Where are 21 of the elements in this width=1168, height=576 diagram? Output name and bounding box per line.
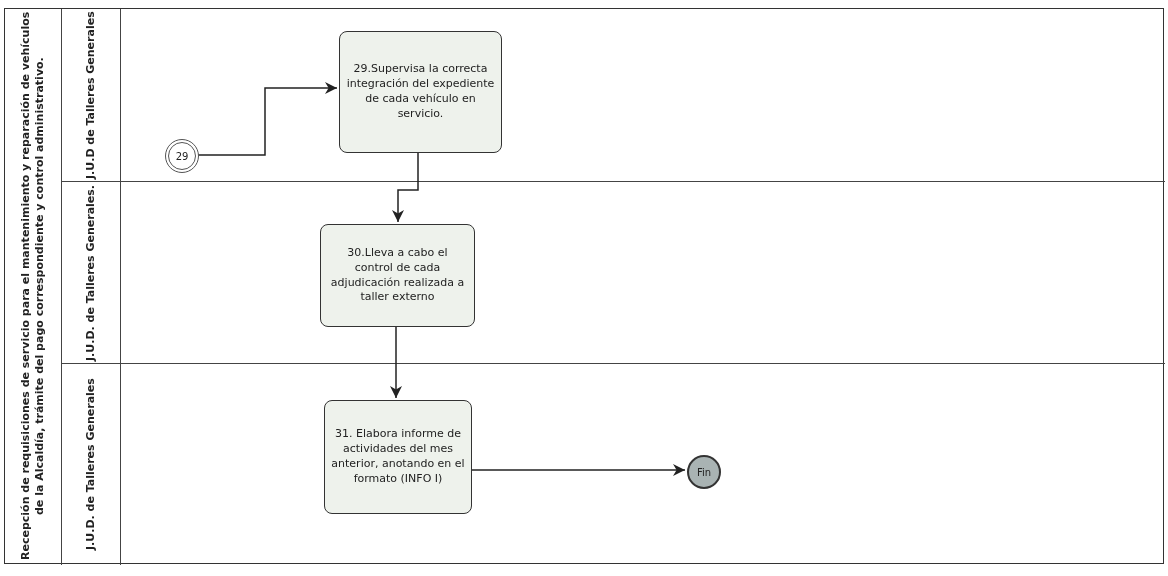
flow-arrow: [392, 151, 419, 223]
flow-arrow: [469, 464, 686, 476]
swimlane: [61, 181, 1165, 363]
event-label: 29: [175, 150, 189, 162]
pool-title: Recepción de requisiciones de servicio para el mantenimiento y reparación de vehículos de la Alcaldía, trámite del pago correspondiente y control administrativo.: [18, 10, 47, 563]
lane-label: J.U.D. de Talleres Generales: [83, 378, 98, 551]
task-box: [324, 400, 472, 514]
task-box: [320, 224, 475, 327]
task-box: [339, 31, 502, 153]
swimlane: [61, 363, 1165, 565]
flow-arrow: [196, 82, 338, 156]
pool-frame: [4, 8, 1164, 564]
connector-circle: [165, 139, 199, 173]
end-event-circle: [687, 455, 721, 489]
task-text: 30.Lleva a cabo el control de cada adjudicación realizada a taller externo: [329, 245, 466, 306]
event-label: Fin: [696, 466, 712, 478]
task-text: 29.Supervisa la correcta integración del expediente de cada vehículo en servicio.: [346, 62, 495, 122]
lane-label: J.U.D. de Talleres Generales.: [83, 184, 98, 361]
flow-arrow: [390, 324, 402, 399]
lane-label: J.U.D de Talleres Generales: [83, 11, 98, 179]
task-text: 31. Elabora informe de actividades del mes anterior, anotando en el formato (INFO I): [331, 427, 465, 487]
